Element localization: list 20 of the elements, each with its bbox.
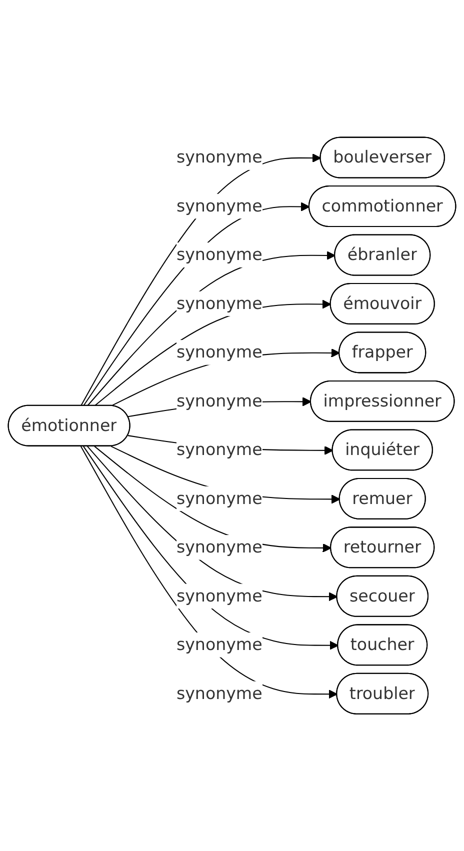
edge-label: synonyme (176, 293, 262, 313)
arrow (94, 446, 332, 552)
arrow (83, 202, 310, 406)
arrow (87, 446, 338, 602)
edge-label: synonyme (176, 390, 262, 410)
arrow (80, 153, 322, 406)
edge-label: synonyme (176, 147, 262, 167)
edge-label: synonyme (176, 244, 262, 264)
arrow (80, 446, 338, 699)
arrow (87, 250, 336, 406)
edge-label: synonyme (176, 440, 262, 460)
edge-label: synonyme (176, 488, 262, 508)
edge-label: synonyme (176, 683, 262, 703)
edge-label: synonyme (176, 536, 262, 557)
edge-label: synonyme (176, 342, 262, 362)
edge-label: synonyme (176, 196, 262, 216)
arrow (94, 300, 332, 406)
edge-label: synonyme (176, 586, 262, 606)
edge-label: synonyme (176, 634, 262, 654)
arrow (83, 446, 339, 650)
